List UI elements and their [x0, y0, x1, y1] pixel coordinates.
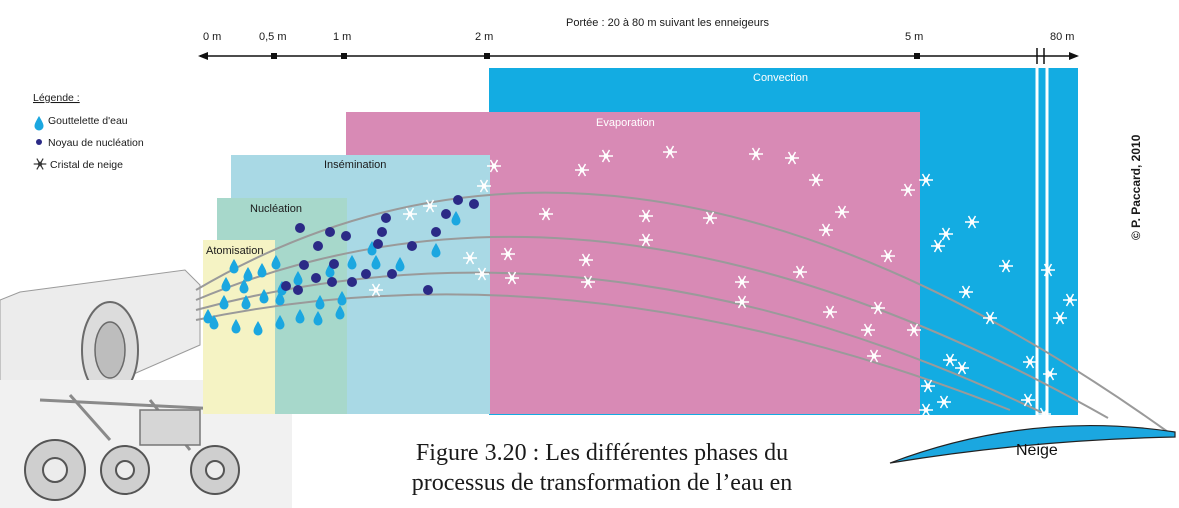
nucleation-marker	[431, 227, 441, 237]
zone-label-convection: Convection	[753, 72, 808, 84]
snow-cannon-illustration	[0, 269, 292, 508]
legend-title: Légende :	[33, 92, 80, 104]
nucleation-marker	[361, 269, 371, 279]
nucleation-marker	[299, 260, 309, 270]
nucleation-marker	[341, 231, 351, 241]
axis-title: Portée : 20 à 80 m suivant les enneigeur…	[566, 17, 770, 29]
nucleation-marker	[469, 199, 479, 209]
nucleation-marker	[313, 241, 323, 251]
nucleation-marker	[281, 281, 291, 291]
zone-label-insemination: Insémination	[324, 159, 386, 171]
nucleation-marker	[423, 285, 433, 295]
nucleation-marker	[325, 227, 335, 237]
nucleation-marker	[327, 277, 337, 287]
axis-tick-label: 2 m	[475, 31, 493, 43]
zone-label-evaporation: Evaporation	[596, 117, 655, 129]
nucleation-marker	[373, 239, 383, 249]
axis-tick-marker	[914, 53, 920, 59]
legend-item-droplet: Gouttelette d'eau	[48, 115, 128, 127]
snow-pile	[889, 424, 1176, 464]
axis-tick-label: 0,5 m	[259, 31, 287, 43]
legend-item-nucleus: Noyau de nucléation	[48, 137, 144, 149]
nucleation-marker	[441, 209, 451, 219]
water-droplet-icon	[34, 116, 44, 131]
nucleation-dot-icon	[36, 139, 42, 145]
nucleation-marker	[453, 195, 463, 205]
nucleation-marker	[293, 285, 303, 295]
legend-item-snow-crystal: Cristal de neige	[50, 159, 123, 171]
particle-markers	[203, 145, 1078, 421]
nucleation-marker	[347, 277, 357, 287]
copyright-notice: © P. Paccard, 2010	[1129, 134, 1143, 240]
snowflake-icon	[33, 158, 47, 170]
nucleation-marker	[329, 259, 339, 269]
nucleation-marker	[387, 269, 397, 279]
snow-pile-label: Neige	[1016, 442, 1058, 459]
axis-tick-label: 0 m	[203, 31, 221, 43]
nucleation-marker	[407, 241, 417, 251]
legend: Légende : Gouttelette d'eau Noyau de nuc…	[33, 92, 144, 171]
axis-tick-label: 80 m	[1050, 31, 1074, 43]
nucleation-marker	[377, 227, 387, 237]
range-axis	[198, 48, 1079, 64]
nucleation-marker	[295, 223, 305, 233]
caption-line-2: processus de transformation de l’eau en	[411, 470, 793, 496]
axis-tick-marker	[271, 53, 277, 59]
caption-line-1: Figure 3.20 : Les différentes phases du	[415, 440, 789, 466]
axis-tick-marker	[484, 53, 490, 59]
trajectory-curves	[195, 191, 1169, 433]
axis-tick-marker	[341, 53, 347, 59]
zone-label-atomisation: Atomisation	[206, 245, 263, 257]
axis-tick-label: 5 m	[905, 31, 923, 43]
figure-caption: Figure 3.20 : Les différentes phases du …	[322, 438, 882, 498]
axis-tick-label: 1 m	[333, 31, 351, 43]
nucleation-marker	[311, 273, 321, 283]
zone-label-nucleation: Nucléation	[250, 203, 302, 215]
nucleation-marker	[381, 213, 391, 223]
